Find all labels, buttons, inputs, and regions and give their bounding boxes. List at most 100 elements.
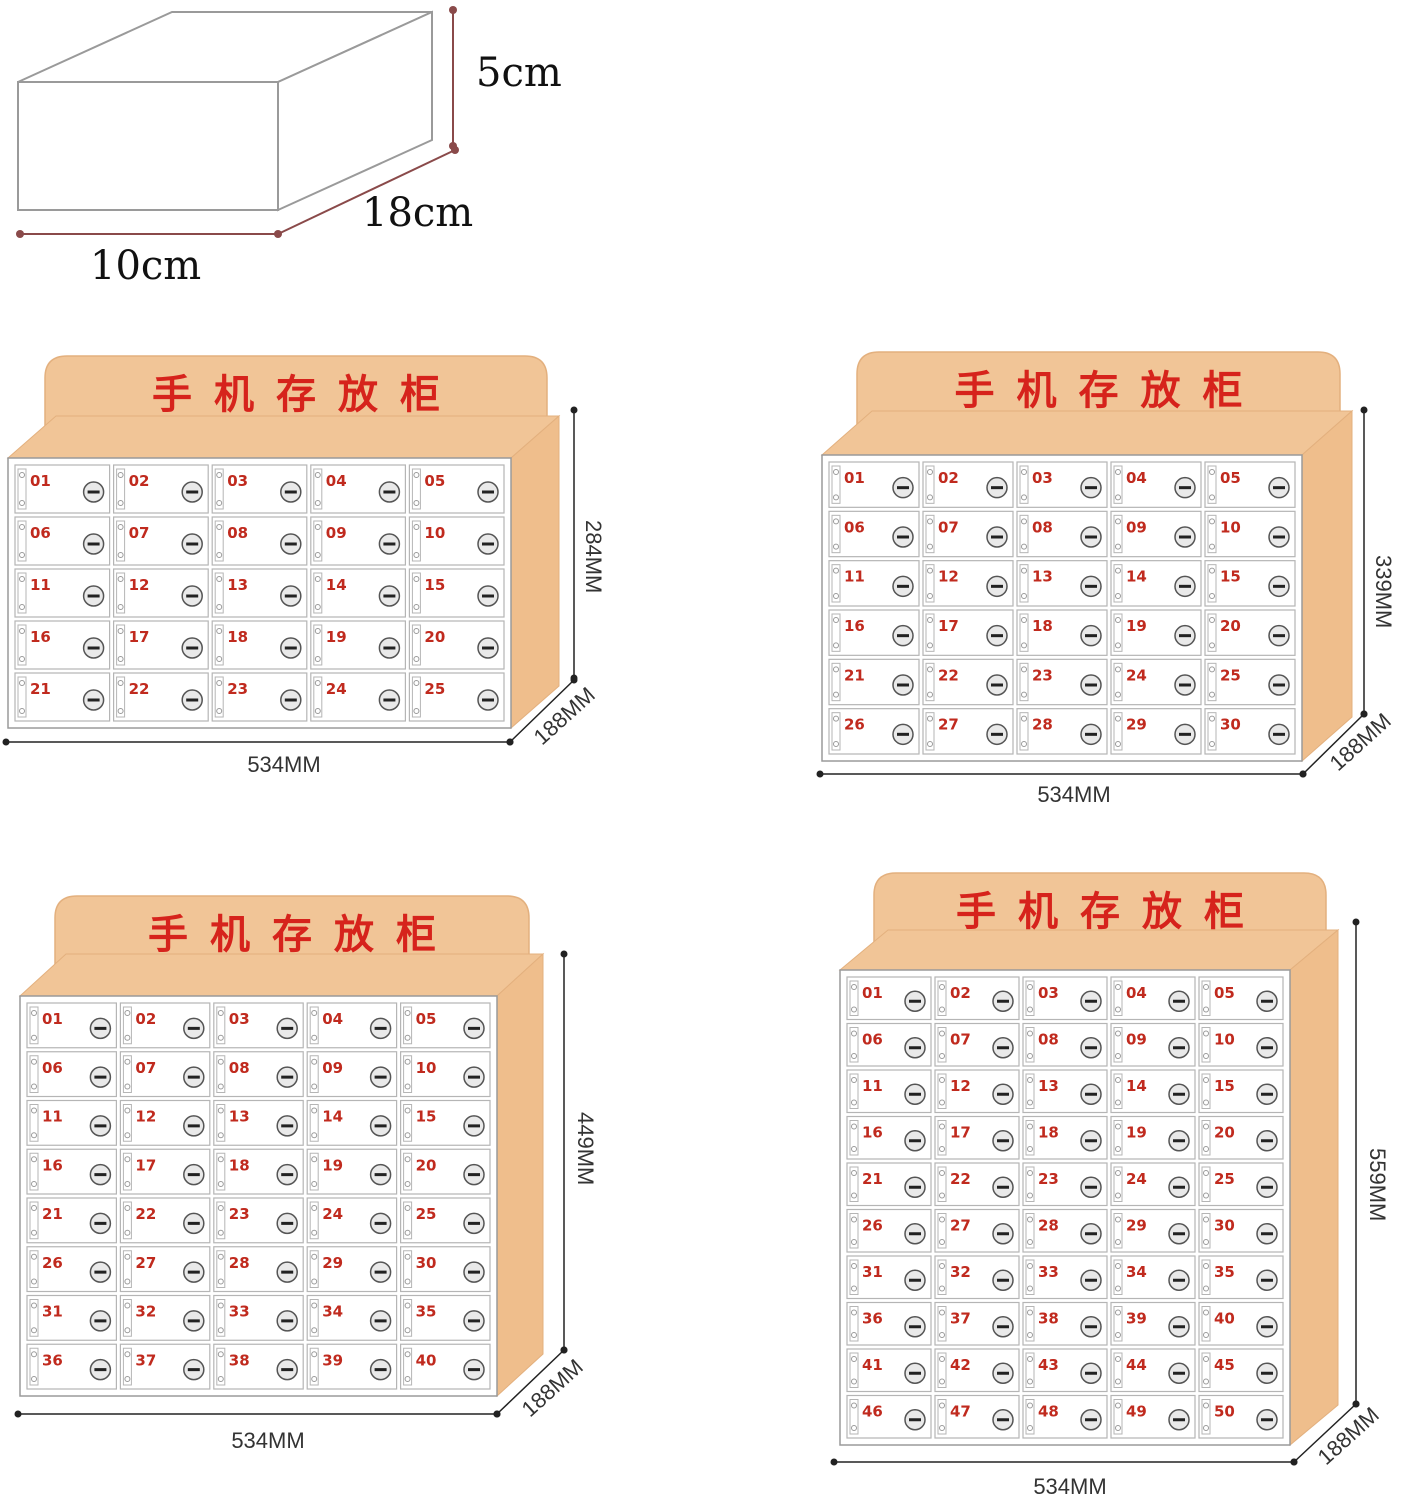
hinge-icon [216,680,223,686]
locker-door: 05 [1204,461,1296,508]
lock-keyhole-icon [1173,1185,1185,1189]
hinge-strip [1113,1166,1123,1202]
hinge-icon [217,1181,224,1187]
locker-number: 11 [42,1108,63,1126]
lock-keyhole-icon [909,1185,921,1189]
hinge-icon [124,1058,131,1065]
box-height-label: 5cm [476,50,562,96]
locker-number: 32 [135,1303,156,1321]
hinge-icon [124,1083,131,1090]
lock-keyhole-icon [186,490,199,494]
locker-number: 33 [229,1303,250,1321]
lock-keyhole-icon [909,1325,921,1329]
depth-dimension-line-end [493,1410,501,1418]
lock-keyhole-icon [284,646,297,650]
lock-keyhole-icon [1261,1232,1273,1236]
locker-door: 44 [1110,1348,1196,1393]
hinge-icon [413,500,420,506]
hinge-icon [851,1077,857,1083]
locker-door: 22 [112,672,209,722]
lock-keyhole-icon [1273,486,1285,490]
locker-door: 30 [1198,1208,1284,1253]
lock-keyhole-icon [468,1319,480,1323]
lock-keyhole-icon [186,698,199,702]
hinge-icon [1027,1192,1033,1199]
lock-keyhole-icon [991,584,1003,588]
hinge-strip [122,1299,132,1337]
hinge-icon [1115,642,1121,649]
locker-door: 04 [1110,976,1196,1021]
hinge-icon [311,1278,318,1285]
locker-door: 29 [1110,708,1202,755]
hinge-strip [1113,1213,1123,1249]
locker-number: 01 [42,1010,63,1028]
hinge-strip [1201,1259,1211,1295]
hinge-strip [403,1152,413,1191]
hinge-icon [311,1058,318,1065]
lock-keyhole-icon [284,542,297,546]
cabinet-title: 手机存放柜 [955,368,1265,414]
hinge-strip [1207,712,1217,751]
hinge-strip [1113,613,1123,652]
locker-door: 03 [213,1002,304,1049]
hinge-strip [1025,1166,1035,1202]
locker-number: 15 [1214,1077,1235,1095]
hinge-icon [927,617,933,623]
locker-door: 37 [119,1343,211,1390]
locker-door: 35 [400,1294,491,1341]
lock-keyhole-icon [94,1026,107,1030]
hinge-icon [927,715,933,722]
hinge-icon [217,1278,224,1285]
hinge-icon [413,472,420,478]
hinge-strip [1113,1073,1123,1109]
hinge-icon [1203,1170,1209,1176]
locker-number: 25 [424,680,445,698]
hinge-icon [1115,1077,1121,1083]
hinge-strip [313,624,323,666]
lock-keyhole-icon [374,1368,387,1372]
locker-number: 22 [938,666,959,684]
locker-door: 13 [213,1099,304,1146]
hinge-icon [19,524,25,530]
hinge-strip [403,1104,413,1142]
locker-door: 08 [211,516,308,566]
hinge-icon [1115,1356,1121,1362]
hinge-strip [1025,1352,1035,1388]
hinge-icon [314,524,321,530]
locker-door: 19 [1110,1115,1196,1160]
locker-door: 38 [213,1343,304,1390]
lock-keyhole-icon [1261,1371,1273,1375]
locker-number: 16 [844,617,865,635]
locker-number: 11 [30,576,51,594]
hinge-strip [216,1006,226,1045]
lock-keyhole-icon [87,594,100,598]
hinge-icon [404,1278,411,1285]
hinge-strip [29,1299,39,1337]
lock-keyhole-icon [909,999,921,1003]
lock-keyhole-icon [997,1325,1009,1329]
locker-door: 18 [1016,609,1108,656]
hinge-strip [403,1250,413,1288]
locker-door: 32 [119,1294,211,1341]
locker-number: 14 [322,1108,343,1126]
depth-dimension-line-end [1290,1458,1298,1466]
locker-door: 26 [828,708,920,755]
lock-keyhole-icon [87,542,100,546]
locker-number: 16 [42,1156,63,1174]
hinge-strip [1025,980,1035,1016]
cabinet-side-face [1301,409,1353,763]
hinge-strip [313,572,323,614]
hinge-icon [1027,1332,1033,1338]
hinge-icon [851,1216,857,1223]
hinge-icon [1203,1030,1209,1037]
hinge-icon [413,524,420,530]
lock-keyhole-icon [1085,1325,1097,1329]
lock-keyhole-icon [1261,1046,1273,1050]
lock-keyhole-icon [187,1124,200,1128]
lock-keyhole-icon [284,490,297,494]
hinge-icon [939,1053,945,1059]
hinge-icon [833,518,839,525]
locker-number: 03 [227,472,248,490]
lock-keyhole-icon [1173,1092,1185,1096]
locker-door: 22 [934,1162,1020,1207]
